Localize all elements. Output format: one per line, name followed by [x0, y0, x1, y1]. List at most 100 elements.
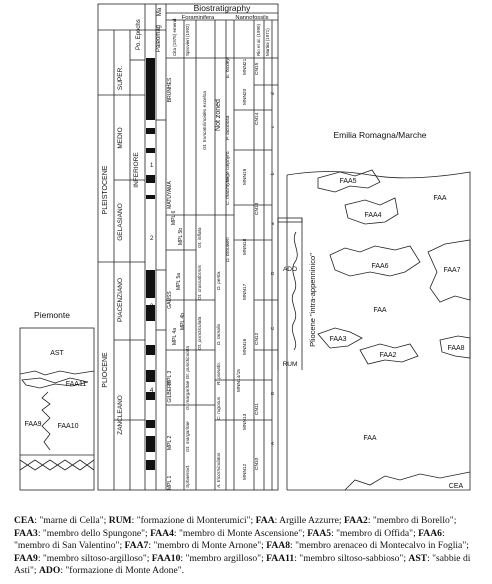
piemonte-faa11: FAA11 [66, 381, 87, 388]
emilia-faa-upper: FAA [433, 195, 447, 202]
ma-tick: 2 [150, 236, 154, 242]
foram-ref-sprovieri: Sprovieri (1992) [185, 23, 190, 56]
legend-text: : "membro argilloso"; [180, 552, 267, 564]
legend-text: : "membro di San Valentino"; [14, 527, 445, 552]
emilia-faa-middle: FAA [373, 307, 387, 314]
zone-letter: d [270, 92, 275, 95]
nannofossils-header: Nannofossils [235, 15, 268, 21]
zone-mnn14-15: MNN14/15 [236, 369, 242, 392]
stage-piacenziano: PIACENZIANO [117, 278, 124, 322]
foram-markers: Sphaeroid. Gt. margaritae G. margaritae … [185, 91, 208, 488]
ma-ticks: 1 2 3 4 5 [150, 163, 154, 470]
legend-text: : "membro dello Spungone"; [37, 527, 151, 539]
zone-cn14: CN14 [254, 112, 260, 125]
foram-ref-cita: Cita (1975) emend. [172, 17, 177, 56]
legend-abbr: AST [408, 552, 428, 564]
legend-caption: CEA: "marne di Cella"; RUM: "formazione … [14, 515, 480, 578]
zone-mnn17: MNN17 [242, 283, 248, 300]
ma-tick: 1 [150, 163, 154, 169]
marker-truncatulinoides: Gt. truncatulinoides excelsa [202, 91, 208, 150]
legend-abbr: FAA2 [344, 515, 368, 526]
marker-macintyrei: C. macintyrei [225, 176, 231, 205]
marker-large-gephyro: large Gephyro. [225, 150, 231, 182]
piemonte-section [19, 327, 95, 491]
zone-cn12: CN12 [254, 332, 260, 345]
ma-tick: 3 [150, 304, 154, 310]
marker-huxleyi: E. huxleyi [225, 56, 231, 78]
marker-tricorniculatus: A. tricorniculatus [216, 452, 222, 489]
emilia-faa7: FAA7 [443, 267, 460, 274]
zone-letters: A B C D a b c d [270, 92, 275, 445]
emilia-cea: CEA [449, 483, 464, 490]
legend-abbr: ADO [38, 565, 61, 577]
emilia-faa2: FAA2 [379, 352, 396, 359]
legend-abbr: FAA6 [418, 527, 442, 539]
zone-mpl2: MPL 2 [167, 436, 173, 450]
subepoch-super: SUPER. [117, 66, 124, 90]
marker-inflata: Gt. inflata [197, 227, 203, 248]
time-scale [97, 3, 279, 491]
zone-mnn18: MNN18 [242, 238, 248, 255]
nanno-zones: MNN12 MNN13 MNN14/15 MNN16 MNN17 MNN18 M… [236, 58, 248, 480]
legend-text: : "membro di Offida"; [331, 527, 419, 539]
emilia-title: Emilia Romagna/Marche [333, 130, 426, 140]
chron-brunhes: BRUNHES [167, 77, 173, 102]
legend-abbr: FAA3 [14, 527, 38, 539]
zone-letter: A [270, 442, 275, 445]
marker-margaritae: Gt. margaritae [185, 421, 191, 452]
emilia-ado: ADO [283, 266, 297, 273]
legend-abbr: FAA7 [124, 540, 149, 552]
legend-text: : "formazione di Monterumici"; [131, 515, 256, 526]
marker-brouweri: D. brouweri [225, 237, 231, 262]
zone-cn13: CN13 [254, 202, 260, 215]
not-zoned-label: Not zoned [215, 99, 222, 131]
legend-abbr: CEA [14, 515, 35, 526]
stratigraphic-chart: Ma Paleomag Po. Epochs Biostratigraphy F… [19, 3, 471, 491]
zone-mpl1: MPL 1 [167, 476, 173, 490]
emilia-faa-lower: FAA [363, 435, 377, 442]
legend-text: : "sabbie di Asti"; [14, 552, 471, 577]
zone-letter: D [270, 271, 275, 275]
emilia-intra-label: Pliocene "intra-appenninico" [308, 253, 317, 347]
nanno-ref-martini: Martini (1971) [265, 28, 270, 56]
chron-gilbert: GILBERT [167, 381, 173, 402]
zone-mpl3: MPL 3 [167, 371, 173, 385]
epochs-header: Po. Epochs [136, 19, 142, 50]
zone-mpl6: MPL 6 [171, 211, 177, 225]
epoch-pliocene: PLIOCENE [102, 352, 109, 388]
emilia-rum: RUM [283, 361, 298, 368]
subepoch-inferiore: INFERIORE [133, 152, 140, 188]
cn-zones: CN10 CN11 CN12 CN13 CN14 CN15 [254, 62, 260, 470]
marker-penta: D. penta. [216, 271, 222, 290]
paleomag-header: Paleomag [156, 25, 162, 52]
legend-abbr: FAA11 [266, 552, 295, 564]
zone-mnn20: MNN20 [242, 88, 248, 105]
legend-abbr: FAA10 [151, 552, 181, 564]
zone-mnn13: MNN13 [242, 413, 248, 430]
chron-matuyama: MATUYAMA [167, 181, 173, 209]
marker-puncticulata: Gt. puncticulata [197, 316, 203, 350]
marker-sphaeroid: Sphaeroid. [185, 465, 191, 488]
legend-text: : "membro di Borello"; [367, 515, 457, 526]
legend-abbr: FAA9 [14, 552, 38, 564]
zone-mnn16: MNN16 [242, 338, 248, 355]
legend-abbr: RUM [108, 515, 132, 526]
nanno-ref-rio: Rio et al. (1990) [256, 23, 261, 56]
zone-mnn21: MNN21 [242, 58, 248, 75]
legend-text: : "marne di Cella"; [34, 515, 109, 526]
marker-lacunosa: P. lacunosa [225, 115, 231, 140]
zone-letter: b [270, 172, 275, 175]
emilia-section [277, 169, 471, 491]
zone-cn11: CN11 [254, 403, 260, 415]
emilia-faa5: FAA5 [339, 178, 356, 185]
marker-rugosus: C. rugosus [216, 396, 222, 420]
emilia-faa8: FAA8 [447, 345, 464, 352]
marker-pseudo: R. pseudo. [216, 362, 222, 385]
marker-margaritae-puncticulata: G. margaritae Gt. puncticulata [185, 346, 191, 410]
zone-letter: a [270, 222, 275, 225]
legend-text: : "membro di Monte Arnone"; [148, 540, 267, 552]
stage-zancleano: ZANCLEANO [117, 395, 124, 435]
foraminifera-header: Foraminifera [182, 15, 215, 21]
emilia-faa3: FAA3 [329, 336, 346, 343]
zone-mnn19: MNN19 [242, 168, 248, 185]
